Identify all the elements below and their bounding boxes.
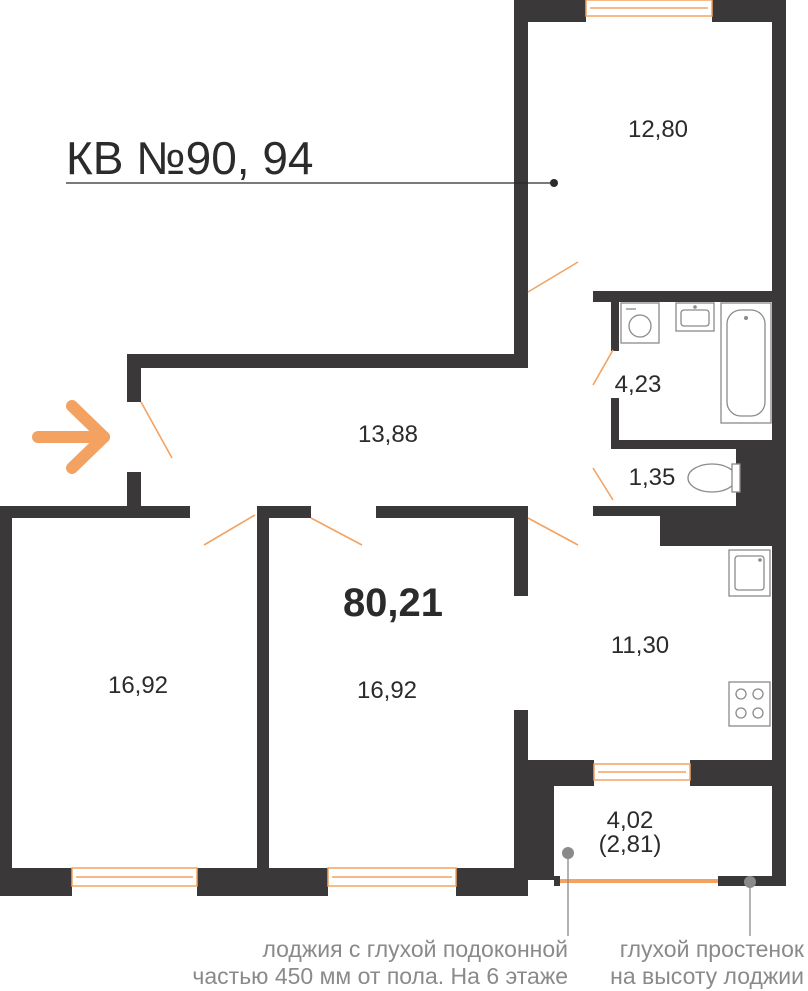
room-area-bedroom-left: 16,92 (108, 672, 168, 699)
door (310, 517, 363, 546)
window (593, 763, 691, 781)
wall (127, 354, 528, 368)
room-area-bedroom-middle: 16,92 (357, 677, 417, 704)
wall (593, 291, 786, 302)
room-area-loggia-reduced: (2,81) (599, 831, 662, 858)
wall (257, 506, 269, 876)
wall (611, 440, 786, 449)
door (592, 349, 614, 386)
room-area-bedroom-top: 12,80 (628, 116, 688, 143)
window (585, 0, 713, 17)
toilet-icon (687, 463, 741, 493)
wall (0, 506, 190, 518)
entrance-door (140, 401, 173, 459)
kitchen-sink-icon (728, 549, 771, 597)
door (527, 261, 579, 293)
walls (0, 0, 786, 896)
loggia-callout (562, 847, 574, 936)
wall (736, 440, 786, 516)
room-area-kitchen: 11,30 (611, 632, 669, 659)
room-area-bathroom: 4,23 (615, 371, 662, 398)
wall (554, 876, 560, 886)
apartment-title: КВ №90, 94 (66, 132, 314, 184)
washing-machine-icon (620, 302, 660, 344)
wall (257, 506, 311, 518)
wall (611, 291, 619, 351)
door (527, 517, 579, 546)
wall-callout (744, 876, 756, 936)
wall (772, 0, 786, 520)
stove-icon (728, 681, 771, 727)
wall (690, 760, 786, 786)
wall (514, 0, 528, 368)
bathtub-icon (720, 302, 772, 424)
total-area: 80,21 (343, 581, 443, 625)
wall (514, 0, 586, 22)
loggia-note-line2: частью 450 мм от пола. На 6 этаже (192, 963, 568, 989)
wall (712, 0, 782, 22)
window (71, 867, 198, 887)
wall (0, 868, 72, 896)
wall-note-line1: глухой простенок (620, 936, 805, 962)
doors (140, 261, 614, 546)
wall (611, 398, 619, 448)
title-leader-dot (550, 179, 558, 187)
window (327, 867, 457, 887)
wall (127, 354, 141, 402)
wall (772, 786, 786, 880)
wall (514, 760, 594, 786)
sink-icon (675, 302, 715, 332)
loggia-note-line1: лоджия с глухой подоконной (262, 936, 568, 962)
wall (127, 472, 141, 516)
door (592, 467, 614, 501)
wall-note-line2: на высоту лоджии (610, 963, 804, 989)
wall (514, 786, 554, 880)
wall (0, 506, 12, 896)
door (203, 514, 256, 546)
wall (514, 506, 528, 596)
windows (71, 0, 718, 887)
room-area-hallway: 13,88 (358, 421, 418, 448)
room-area-loggia: 4,02 (607, 807, 654, 834)
wall (772, 546, 786, 786)
entrance-arrow-icon (32, 400, 110, 474)
wall (660, 506, 786, 546)
wall (376, 506, 528, 518)
room-area-toilet: 1,35 (629, 464, 676, 491)
